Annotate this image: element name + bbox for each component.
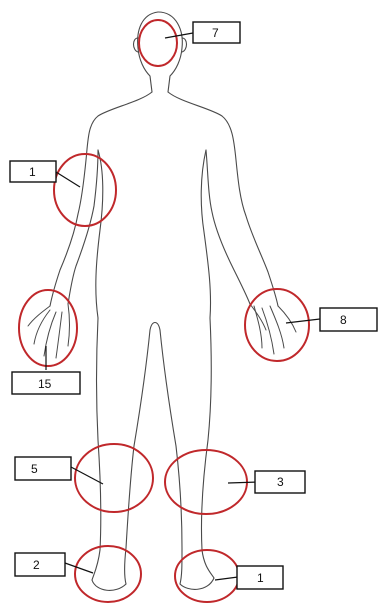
left-hand-fingers [28, 304, 70, 358]
label-right-hand: 15 [12, 372, 80, 394]
label-upper-arm-text: 1 [29, 165, 36, 179]
label-upper-arm: 1 [10, 161, 56, 182]
head-circle [139, 20, 177, 66]
right-hand-fingers [250, 304, 296, 354]
right-foot-circle [75, 546, 141, 602]
label-head-text: 7 [212, 26, 219, 40]
label-left-foot-text: 1 [257, 571, 264, 585]
label-left-foot: 1 [237, 566, 283, 589]
left-foot-circle [175, 550, 239, 602]
label-left-hand-text: 8 [340, 313, 347, 327]
label-head: 7 [193, 22, 240, 43]
label-right-hand-text: 15 [38, 377, 52, 391]
label-left-hand: 8 [320, 308, 377, 331]
label-left-knee: 3 [255, 471, 305, 493]
label-right-knee-text: 5 [31, 462, 38, 476]
right-knee-circle [75, 444, 153, 512]
body-outline [50, 12, 278, 590]
label-left-knee-text: 3 [277, 475, 284, 489]
right-hand-circle [19, 290, 77, 366]
label-right-knee: 5 [15, 457, 71, 480]
highlight-circles [19, 20, 309, 602]
label-right-foot: 2 [15, 553, 65, 576]
label-right-foot-text: 2 [33, 558, 40, 572]
